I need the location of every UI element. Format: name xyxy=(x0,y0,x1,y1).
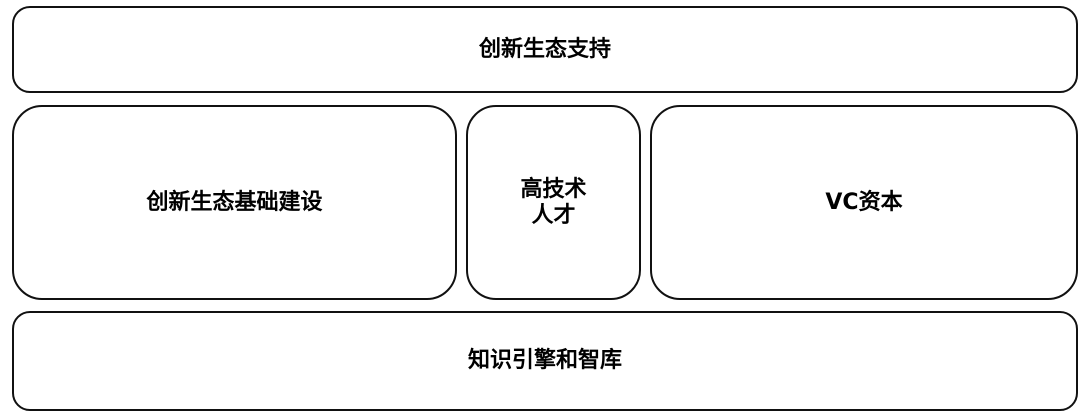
knowledge-engine-think-tank-box: 知识引擎和智库 xyxy=(12,311,1078,411)
vc-capital-label: VC资本 xyxy=(825,189,903,215)
innovation-ecosystem-support-box: 创新生态支持 xyxy=(12,6,1078,93)
vc-capital-box: VC资本 xyxy=(650,105,1078,300)
innovation-infrastructure-box: 创新生态基础建设 xyxy=(12,105,457,300)
innovation-infrastructure-label: 创新生态基础建设 xyxy=(146,189,323,215)
high-tech-talent-label: 高技术 人才 xyxy=(520,177,586,228)
high-tech-talent-box: 高技术 人才 xyxy=(466,105,641,300)
high-tech-talent-line1: 高技术 xyxy=(520,177,587,203)
high-tech-talent-line2: 人才 xyxy=(531,202,576,228)
innovation-ecosystem-support-label: 创新生态支持 xyxy=(478,36,611,62)
knowledge-engine-think-tank-label: 知识引擎和智库 xyxy=(467,348,622,374)
